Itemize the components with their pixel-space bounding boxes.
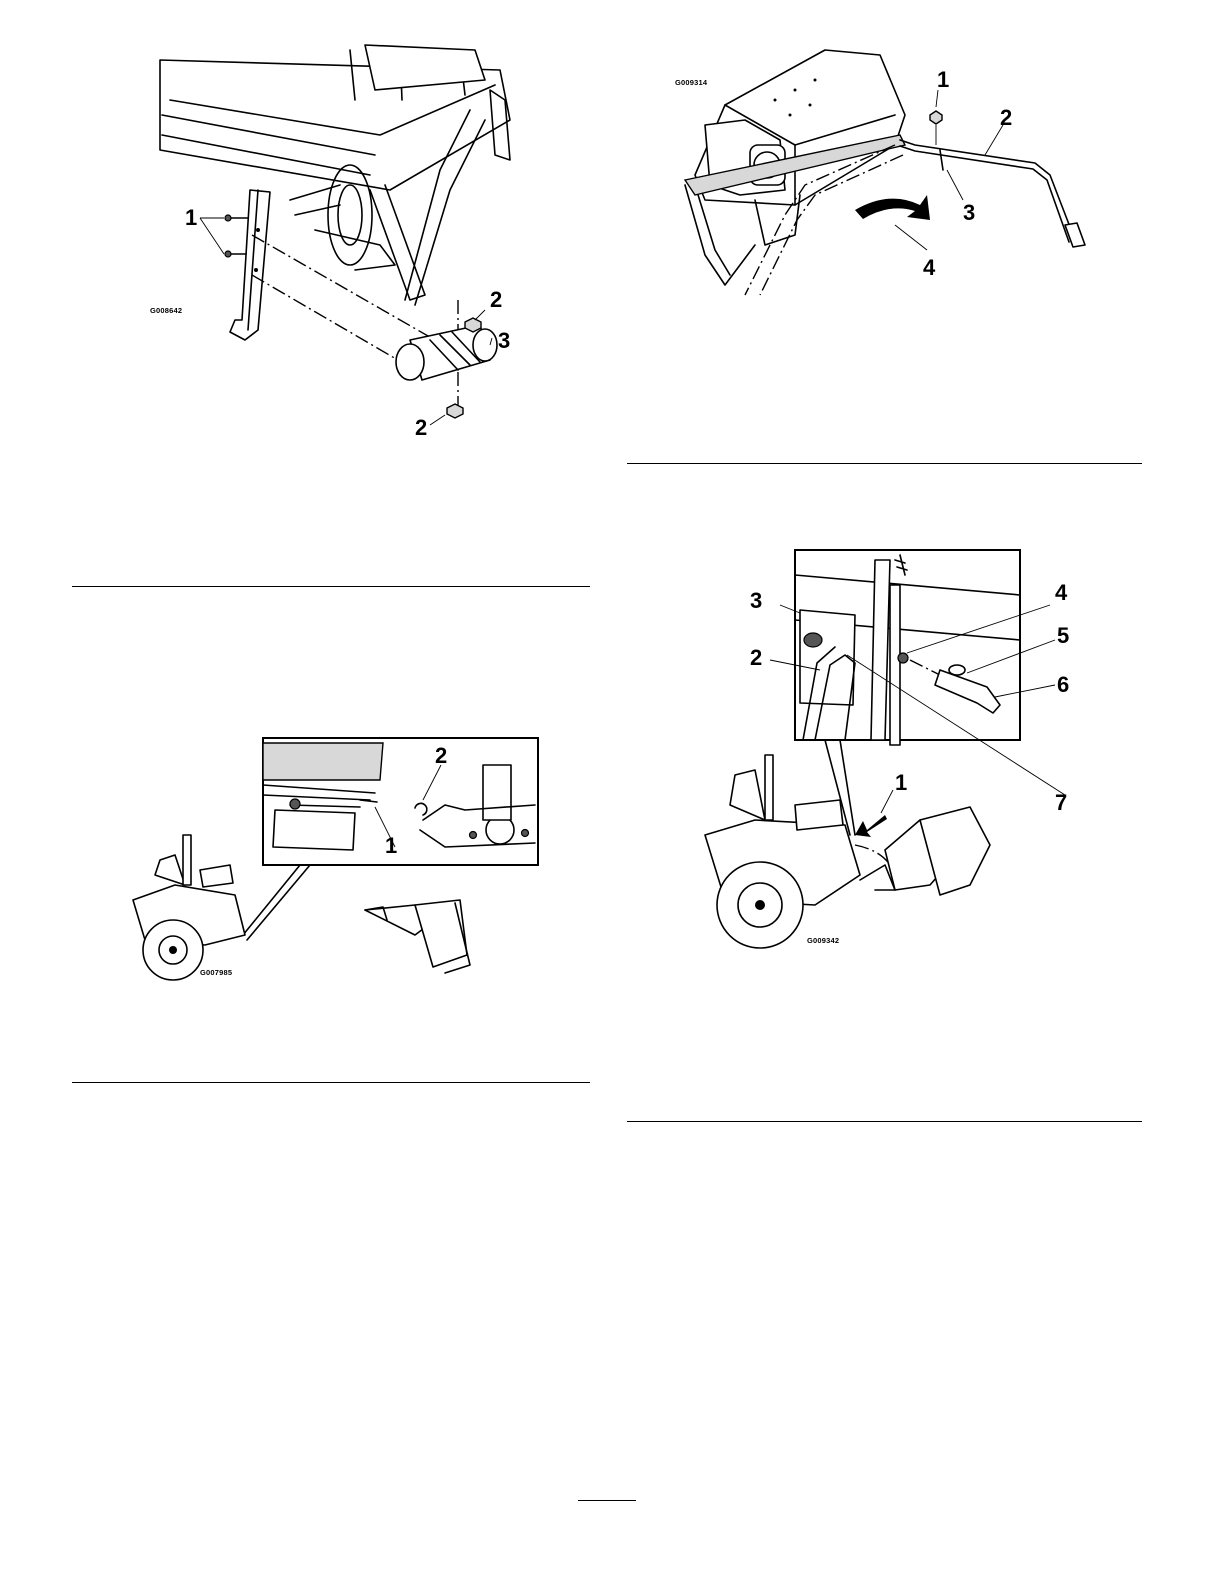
callout-5: 5 (1057, 623, 1069, 648)
callout-3: 3 (498, 328, 510, 353)
callout-2: 2 (1000, 105, 1012, 130)
page-number-rule (578, 1500, 636, 1501)
figure-hopper-pivot-lever: G009314 1 2 3 4 (665, 45, 1105, 305)
divider-top-right (627, 463, 1142, 464)
callout-1: 1 (895, 770, 907, 795)
callout-3: 3 (750, 588, 762, 613)
divider-lower-right (627, 1121, 1142, 1122)
callout-2: 2 (750, 645, 762, 670)
callout-7: 7 (1055, 790, 1067, 815)
callout-1: 1 (937, 67, 949, 92)
figure-mower-hopper-latch: G007985 2 1 (115, 735, 545, 985)
callout-3: 3 (963, 200, 975, 225)
hopper-pivot-illustration: G009314 1 2 3 4 (665, 45, 1105, 305)
callout-4: 4 (1055, 580, 1068, 605)
mower-latch-illustration: G007985 2 1 (115, 735, 545, 985)
figure-code: G009314 (675, 78, 708, 87)
callout-2b: 2 (415, 415, 427, 440)
hopper-mount-illustration: G008642 1 2 3 2 (140, 40, 540, 450)
callout-2: 2 (490, 287, 502, 312)
mower-pin-illustration: G009342 3 4 2 5 6 1 7 (695, 545, 1095, 955)
callout-1: 1 (385, 833, 397, 858)
figure-code: G008642 (150, 306, 182, 315)
figure-code: G009342 (807, 936, 839, 945)
divider-lower-left (72, 1082, 590, 1083)
callout-4: 4 (923, 255, 936, 280)
callout-2: 2 (435, 743, 447, 768)
figure-code: G007985 (200, 968, 232, 977)
divider-mid-left (72, 586, 590, 587)
callout-6: 6 (1057, 672, 1069, 697)
callout-1: 1 (185, 205, 197, 230)
figure-hopper-mount-assembly: G008642 1 2 3 2 (140, 40, 540, 450)
figure-mower-hopper-pin: G009342 3 4 2 5 6 1 7 (695, 545, 1095, 955)
